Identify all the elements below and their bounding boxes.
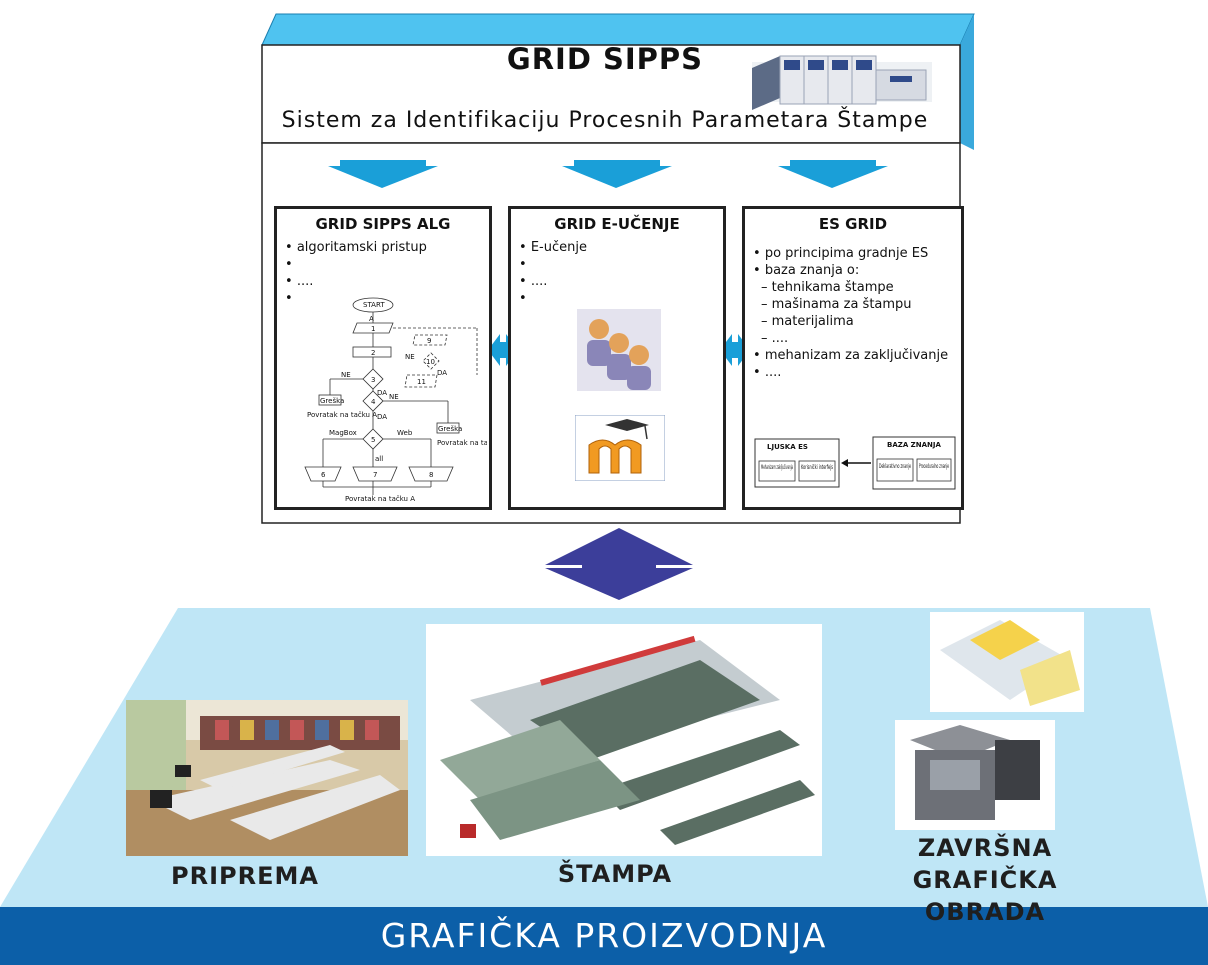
flow-label: DA [437,369,447,377]
list-item: .... [753,364,948,381]
header-bar-side [960,14,974,150]
label-zavrsna: ZAVRŠNA GRAFIČKA OBRADA [912,834,1058,926]
flow-label: all [375,455,383,463]
flow-label: 2 [371,349,375,357]
label-stampa: ŠTAMPA [557,860,673,888]
list-item [519,290,587,307]
panel-grid-sipps-alg: GRID SIPPS ALG algoritamski pristup .... [274,206,492,510]
list-subitem: mašinama za štampu [753,296,948,313]
flow-label: NE [405,353,415,361]
flow-label: MagBox [329,429,357,437]
folding-machine-photo [895,720,1055,830]
arrow-down-middle [562,160,672,188]
flow-label: Web [397,429,413,437]
binding-machine-photo [930,612,1084,712]
es-kb-box: Proceduralno znanje [919,463,949,470]
printing-line-photo [426,624,822,856]
moodle-logo-icon [575,415,665,481]
es-kb-title: BAZA ZNANJA [887,441,941,449]
panel-es-grid: ES GRID po principima gradnje ES baza zn… [742,206,964,510]
users-icon [577,309,661,391]
flow-label: Greška [320,397,344,405]
list-subitem: materijalima [753,313,948,330]
flow-label: Povratak na tačku A [437,439,487,447]
flow-label: 7 [373,471,377,479]
flow-label: 3 [371,376,375,384]
flow-label: A [369,315,374,323]
list-item: .... [285,273,427,290]
panel-grid-e-ucenje: GRID E-UČENJE E-učenje .... [508,206,726,510]
flow-label: 5 [371,436,375,444]
list-item: algoritamski pristup [285,239,427,256]
flow-label: 1 [371,325,375,333]
header-bar-top [261,13,975,46]
list-item: .... [519,273,587,290]
flow-label: NE [341,371,351,379]
flow-label: DA [377,413,387,421]
flow-label: Povratak na tačku A [345,495,415,503]
header-subtitle: Sistem za Identifikaciju Procesnih Param… [281,108,929,133]
flow-label: 8 [429,471,433,479]
flow-label: 6 [321,471,326,479]
panel-list: algoritamski pristup .... [285,239,427,307]
flow-label: DA [377,389,387,397]
classroom-photo [126,700,408,856]
header-title: GRID SIPPS [506,42,704,76]
printing-press-image [752,55,932,110]
list-subitem: tehnikama štampe [753,279,948,296]
es-architecture-diagram: LJUSKA ES BAZA ZNANJA Mehanizam zaključi… [754,436,956,490]
es-kb-box: Deklarativno znanje [879,463,911,470]
big-double-arrow [545,528,693,600]
panel-title: ES GRID [818,215,888,233]
list-item [519,256,587,273]
list-item: po principima gradnje ES [753,245,948,262]
list-item: mehanizam za zaključivanje [753,347,948,364]
flow-label: 4 [371,398,376,406]
list-item [285,256,427,273]
list-subitem: .... [753,330,948,347]
panel-title: GRID SIPPS ALG [315,215,451,233]
footer-title: GRAFIČKA PROIZVODNJA [380,916,828,955]
label-priprema: PRIPREMA [171,862,319,890]
list-item: baza znanja o: [753,262,948,279]
es-shell-box: Mehanizam zaključivanja [761,464,793,471]
flow-label: START [363,301,385,309]
footer-band [0,907,1208,965]
flow-label: NE [389,393,399,401]
panel-list: E-učenje .... [519,239,587,307]
es-shell-box: Korisnički interfejs [801,464,833,471]
panel-list: po principima gradnje ES baza znanja o: … [753,245,948,381]
arrow-down-left [328,160,438,188]
panel-title: GRID E-UČENJE [554,215,680,233]
list-item: E-učenje [519,239,587,256]
es-shell-title: LJUSKA ES [767,443,808,451]
flow-label: 10 [426,358,435,366]
flow-label: 11 [417,378,426,386]
flow-label: Greška [438,425,462,433]
flow-label: 9 [427,337,431,345]
arrow-down-right [778,160,888,188]
flow-label: Povratak na tačku A [307,411,377,419]
flowchart: START A 1 2 3 4 5 6 7 8 9 10 11 NE DA NE… [304,297,487,503]
